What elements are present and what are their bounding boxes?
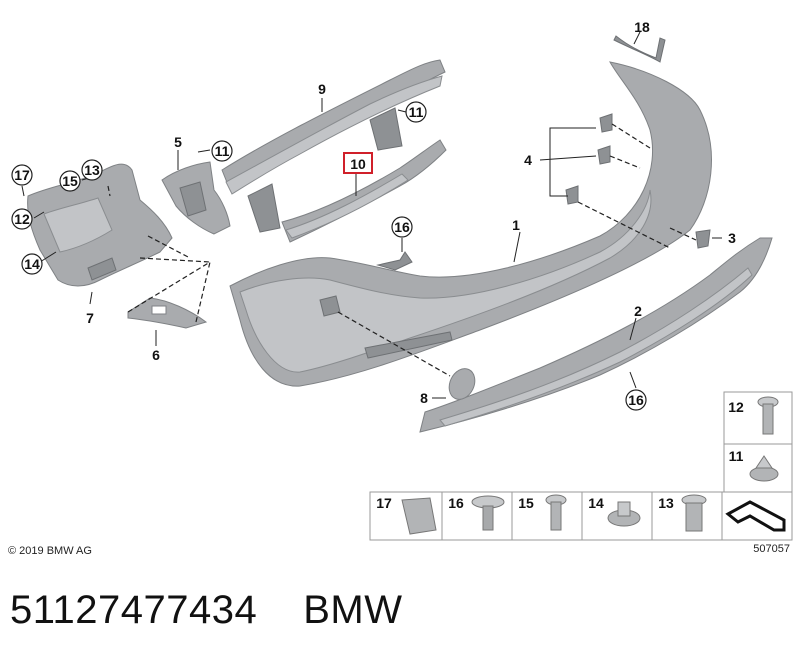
svg-text:15: 15 bbox=[62, 173, 78, 189]
svg-text:17: 17 bbox=[14, 167, 30, 183]
left-bracket[interactable] bbox=[27, 163, 173, 287]
svg-text:10: 10 bbox=[350, 156, 366, 172]
svg-text:4: 4 bbox=[524, 152, 532, 168]
fastener-table: 12 11 17 16 15 14 13 bbox=[369, 391, 793, 541]
part-number: 51127477434 bbox=[10, 588, 258, 632]
svg-text:5: 5 bbox=[174, 134, 182, 150]
screw-15-icon bbox=[545, 494, 567, 531]
callout-18: 18 bbox=[634, 19, 650, 35]
clip-4b[interactable] bbox=[597, 145, 611, 165]
callout-10-highlighted[interactable]: 10 bbox=[343, 152, 373, 174]
svg-text:7: 7 bbox=[86, 310, 94, 326]
svg-text:14: 14 bbox=[588, 495, 604, 511]
brand-name: BMW bbox=[303, 588, 403, 632]
callout-16-upper: 16 bbox=[391, 216, 413, 238]
rear-diffuser[interactable] bbox=[419, 237, 773, 433]
diagram-number: 507057 bbox=[753, 543, 790, 555]
svg-text:11: 11 bbox=[215, 143, 230, 159]
svg-text:11: 11 bbox=[729, 448, 744, 464]
svg-text:15: 15 bbox=[518, 495, 534, 511]
svg-text:16: 16 bbox=[448, 495, 464, 511]
svg-text:12: 12 bbox=[14, 211, 30, 227]
callout-7: 7 bbox=[86, 310, 94, 326]
copyright: © 2019 BMW AG bbox=[8, 545, 92, 557]
part-number-line: 51127477434 BMW bbox=[10, 588, 449, 633]
svg-text:11: 11 bbox=[409, 104, 424, 120]
svg-text:13: 13 bbox=[658, 495, 674, 511]
svg-text:14: 14 bbox=[24, 256, 40, 272]
svg-text:16: 16 bbox=[628, 392, 644, 408]
callout-3: 3 bbox=[728, 230, 736, 246]
callout-16-lower: 16 bbox=[625, 389, 647, 411]
callout-17: 17 bbox=[11, 164, 33, 186]
tow-eye-cap[interactable] bbox=[444, 364, 479, 403]
callout-9: 9 bbox=[318, 81, 326, 97]
svg-text:6: 6 bbox=[152, 347, 160, 363]
clip-3[interactable] bbox=[695, 229, 711, 249]
svg-text:1: 1 bbox=[512, 217, 520, 233]
svg-text:12: 12 bbox=[728, 399, 744, 415]
reflector-bracket[interactable] bbox=[127, 297, 208, 329]
deformation-element[interactable] bbox=[281, 139, 447, 243]
callout-5: 5 bbox=[174, 134, 182, 150]
callout-12: 12 bbox=[11, 208, 33, 230]
nut-11-icon bbox=[749, 455, 779, 482]
rivet-13-icon bbox=[681, 494, 707, 532]
clip-4a[interactable] bbox=[599, 113, 613, 133]
clip-17-icon bbox=[401, 497, 437, 535]
svg-text:13: 13 bbox=[84, 162, 100, 178]
rivet-16-icon bbox=[471, 495, 505, 531]
svg-text:18: 18 bbox=[634, 19, 650, 35]
callout-11-top: 11 bbox=[405, 101, 427, 123]
screw-12-icon bbox=[757, 396, 779, 435]
bumper-holder[interactable] bbox=[161, 161, 231, 235]
bumper-carrier[interactable] bbox=[221, 59, 446, 233]
callout-13: 13 bbox=[81, 159, 103, 181]
nut-14-icon bbox=[607, 501, 641, 527]
callout-14: 14 bbox=[21, 253, 43, 275]
callout-8: 8 bbox=[420, 390, 428, 406]
svg-text:8: 8 bbox=[420, 390, 428, 406]
callout-4: 4 bbox=[524, 152, 532, 168]
leader-lines bbox=[21, 31, 722, 399]
callout-2: 2 bbox=[634, 303, 642, 319]
callout-1: 1 bbox=[512, 217, 520, 233]
svg-text:17: 17 bbox=[376, 495, 392, 511]
svg-text:2: 2 bbox=[634, 303, 642, 319]
callout-6: 6 bbox=[152, 347, 160, 363]
assembly-symbol-icon bbox=[725, 500, 786, 532]
svg-text:3: 3 bbox=[728, 230, 736, 246]
callout-11-left: 11 bbox=[211, 140, 233, 162]
svg-text:9: 9 bbox=[318, 81, 326, 97]
callout-15: 15 bbox=[59, 170, 81, 192]
trim-strip[interactable] bbox=[613, 35, 666, 63]
clip-4c[interactable] bbox=[565, 185, 579, 205]
rear-bumper-panel[interactable] bbox=[229, 61, 712, 387]
svg-text:16: 16 bbox=[394, 219, 410, 235]
